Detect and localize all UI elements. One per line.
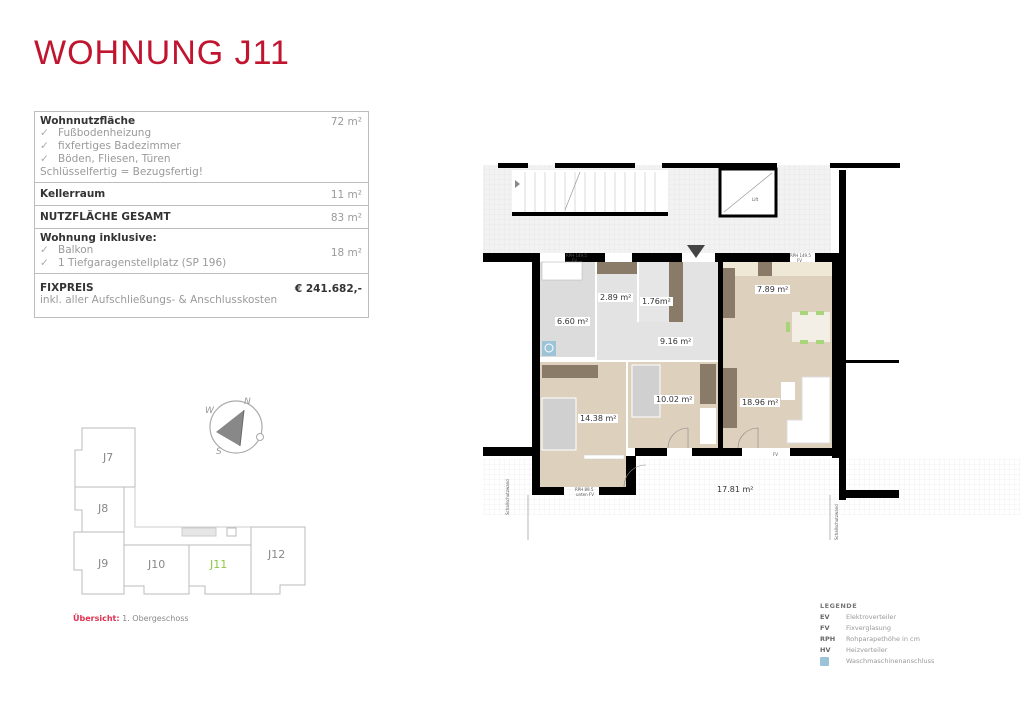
feature: Balkon	[40, 244, 363, 257]
washer-icon	[542, 341, 556, 356]
legend-title: LEGENDE	[820, 602, 858, 610]
room-wc	[639, 262, 669, 322]
label: Wohnung inklusive:	[40, 232, 157, 244]
feature: fixfertiges Badezimmer	[40, 140, 363, 153]
feature: Böden, Fliesen, Türen	[40, 153, 363, 166]
room-area-storage: 2.89 m²	[598, 293, 634, 302]
overview-floor: 1. Obergeschoss	[122, 614, 189, 623]
room-area-bedroom: 14.38 m²	[578, 414, 619, 423]
note: Schlüsselfertig = Bezugsfertig!	[40, 166, 203, 178]
section-preis: FIXPREIS € 241.682,- inkl. aller Aufschl…	[35, 274, 368, 317]
unit-j10: J10	[148, 558, 166, 571]
fv-bottom: unten FV	[576, 492, 594, 497]
stairs-mark	[181, 527, 217, 537]
sofa	[786, 376, 831, 444]
room-area-kitchen: 7.89 m²	[755, 285, 791, 294]
washer-icon	[820, 656, 829, 666]
compass-s: S	[216, 447, 222, 457]
unit-j12-outline	[250, 526, 306, 595]
rph-top-left: RPH 149.5	[566, 253, 587, 258]
feature: Fußbodenheizung	[40, 127, 363, 140]
value: 83 m²	[330, 212, 362, 224]
note: inkl. aller Aufschließungs- & Anschlussk…	[40, 294, 278, 306]
value: 72 m²	[330, 116, 362, 128]
compass-n: N	[244, 397, 251, 407]
stairs-arrow-icon	[515, 180, 520, 188]
room-hall	[597, 322, 718, 360]
dining-table	[792, 312, 830, 342]
section-kellerraum: Kellerraum 11 m²	[35, 183, 368, 206]
section-wohnnutzflaeche: Wohnnutzfläche 72 m² Fußbodenheizung fix…	[35, 112, 368, 183]
overview-caption: Übersicht: 1. Obergeschoss	[73, 614, 189, 623]
fv-top-left: FV	[572, 258, 578, 263]
feature: 1 Tiefgaragenstellplatz (SP 196)	[40, 257, 363, 270]
unit-j7: J7	[103, 451, 114, 464]
info-table: Wohnnutzfläche 72 m² Fußbodenheizung fix…	[34, 111, 369, 318]
room-area-child: 10.02 m²	[654, 395, 695, 404]
unit-j12: J12	[268, 548, 286, 561]
bed	[541, 397, 577, 451]
page-title: WOHNUNG J11	[34, 34, 290, 72]
label: FIXPREIS	[40, 282, 94, 294]
unit-j9: J9	[98, 557, 109, 570]
compass-icon	[209, 400, 264, 454]
value: 18 m²	[330, 247, 362, 259]
section-gesamt: NUTZFLÄCHE GESAMT 83 m²	[35, 206, 368, 229]
room-area-balcony: 17.81 m²	[717, 485, 754, 494]
unit-j9-outline	[73, 531, 125, 595]
label: Kellerraum	[40, 188, 106, 200]
lift-mark	[226, 527, 237, 537]
rph-top-right: RPH 149.5	[790, 253, 811, 258]
wall-label-right: Schallschutzwand	[834, 504, 839, 540]
lift-label: Lift	[752, 197, 759, 202]
unit-j8: J8	[98, 502, 109, 515]
section-inklusive: Wohnung inklusive: 18 m² Balkon 1 Tiefga…	[35, 229, 368, 274]
unit-j11: J11	[210, 558, 228, 571]
label: Wohnnutzfläche	[40, 115, 136, 127]
stairs	[512, 170, 668, 215]
fv-living: FV	[773, 452, 779, 457]
value: 11 m²	[330, 189, 362, 201]
rph-bottom: RPH 89.5	[575, 487, 594, 492]
entrance-arrow-icon	[687, 245, 705, 258]
legend-item: Waschmaschinenanschluss	[820, 656, 934, 667]
fv-top-right: FV	[797, 258, 803, 263]
room-area-bath: 6.60 m²	[555, 317, 591, 326]
wall-label-left: Schallschutzwand	[505, 479, 510, 515]
room-area-living: 18.96 m²	[740, 398, 781, 407]
room-area-hall: 9.16 m²	[658, 337, 694, 346]
price-value: € 241.682,-	[294, 283, 362, 295]
room-area-wc: 1.76m²	[640, 297, 673, 306]
compass-w: W	[205, 406, 215, 416]
label: NUTZFLÄCHE GESAMT	[40, 211, 171, 223]
corridor-outline	[134, 487, 251, 528]
overview-label: Übersicht:	[73, 614, 120, 623]
